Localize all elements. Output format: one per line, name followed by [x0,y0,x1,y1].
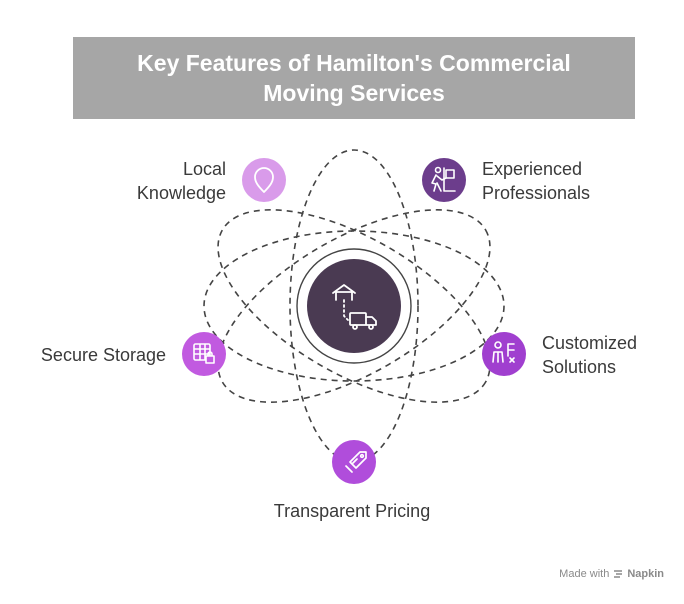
title-banner: Key Features of Hamilton's Commercial Mo… [73,37,635,119]
orbit-diagonal-up [217,209,491,403]
napkin-brand: Napkin [627,568,664,580]
experienced-professionals-label: Experienced Professionals [482,159,591,203]
map-pin-icon [254,167,274,193]
made-with-text: Made with [559,568,610,580]
secure-storage-label: Secure Storage [40,345,166,365]
customized-solutions-label: Customized Solutions [542,333,638,377]
price-tag-icon [345,451,367,473]
orbit-horizontal [203,230,505,382]
customized-solutions-node [482,332,526,376]
storage-lock-icon [193,343,215,364]
transparent-pricing-label: Transparent Pricing [273,501,431,521]
person-settings-icon [492,341,515,363]
center-hub [307,259,401,353]
orbit-diagonal-down [217,209,491,403]
page-title: Key Features of Hamilton's Commercial Mo… [137,50,571,106]
warehouse-truck-icon [332,284,377,330]
mover-dolly-icon [431,166,456,192]
local-knowledge-node [242,158,286,202]
center-ring [296,248,412,364]
napkin-credit[interactable]: Made with Napkin [540,568,664,580]
local-knowledge-label: Local Knowledge [136,159,226,203]
napkin-logo-icon [614,570,623,578]
